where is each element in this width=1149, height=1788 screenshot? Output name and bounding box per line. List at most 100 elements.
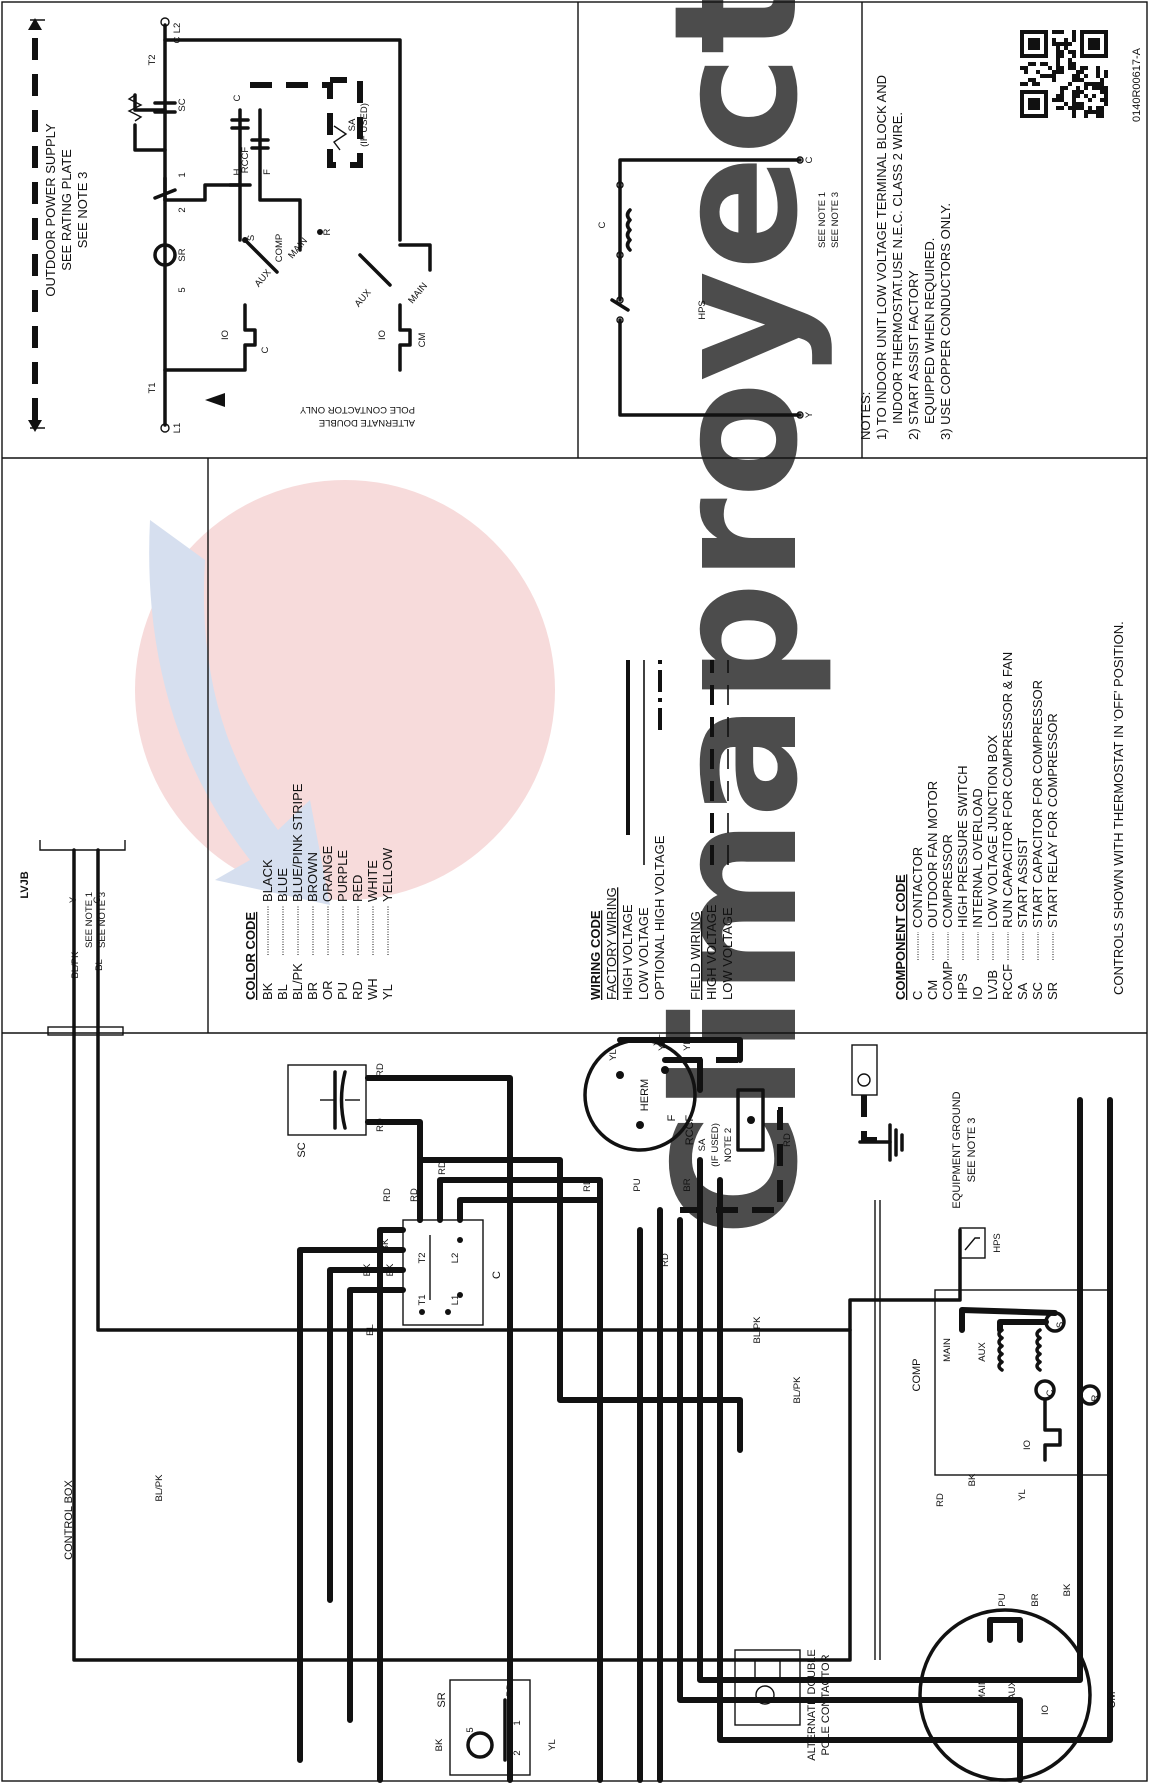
ladder-sr: SR <box>177 248 188 261</box>
wire-label-bk-5: BK <box>1062 1583 1073 1596</box>
wire-label-pu-2: PU <box>997 1593 1008 1606</box>
color-code-code-0: BK <box>260 982 275 1000</box>
cm-motor <box>918 1608 1092 1782</box>
wire-label-bk-4: BK <box>967 1473 978 1486</box>
wire-label-rd-2: RD <box>375 1118 386 1132</box>
ladder-h: H <box>232 168 243 175</box>
ladder-schematic: OUTDOOR POWER SUPPLY SEE RATING PLATE SE… <box>28 17 432 434</box>
cm-label: CM <box>1106 1691 1118 1708</box>
field-wiring-title: FIELD WIRING <box>688 911 703 1000</box>
color-code-name-8: YELLOW <box>380 847 395 902</box>
comp-s-label: S <box>1055 1322 1066 1328</box>
controls-note: CONTROLS SHOWN WITH THERMOSTAT IN 'OFF' … <box>1111 621 1126 995</box>
component-code-code-7: SA <box>1015 982 1030 1000</box>
cm-main-label: MAIN <box>977 1678 988 1702</box>
wire-label-bk-3: BK <box>385 1263 396 1276</box>
lvjb-wire-y: Y <box>68 896 79 903</box>
component-code-name-4: INTERNAL OVERLOAD <box>970 788 985 928</box>
ladder-f: F <box>262 169 273 175</box>
wire-label-rd-3: RD <box>382 1188 393 1202</box>
lvjb-title: LVJB <box>19 871 31 898</box>
factory-high-voltage: HIGH VOLTAGE <box>620 904 635 1000</box>
color-code-code-1: BL <box>275 984 290 1000</box>
ladder-cm-aux: AUX <box>353 287 374 310</box>
outdoor-power-1: OUTDOOR POWER SUPPLY <box>43 123 58 296</box>
lv-hps-label: HPS <box>697 300 708 320</box>
comp-aux-label: AUX <box>977 1342 988 1362</box>
comp-c-label: C <box>1045 1389 1056 1396</box>
color-code-name-4: ORANGE <box>320 845 335 902</box>
wire-label-yl-2: YL <box>547 1739 558 1751</box>
lv-note-1: SEE NOTE 1 <box>817 192 828 248</box>
note-1a: 1) TO INDOOR UNIT LOW VOLTAGE TERMINAL B… <box>874 75 889 440</box>
color-code-code-5: PU <box>335 982 350 1000</box>
color-code-code-3: BR <box>305 982 320 1000</box>
wire-label-rd-4: RD <box>409 1188 420 1202</box>
lv-note-3: SEE NOTE 3 <box>830 192 841 248</box>
ladder-comp: COMP <box>274 234 285 263</box>
wire-label-yl-5: YL <box>682 1039 693 1051</box>
color-code-name-2: BLUE/PINK STRIPE <box>290 783 305 902</box>
sc-box <box>287 1064 367 1136</box>
comp-box <box>934 1289 1111 1476</box>
watermark-arrow <box>149 520 330 905</box>
wire-label-blpk-2: BL/PK <box>752 1316 763 1344</box>
lvjb-wire-bl: BL <box>94 959 105 971</box>
ladder-cm-io: IO <box>377 330 388 340</box>
sa-label-2: (IF USED) <box>710 1123 721 1167</box>
component-code-name-7: START ASSIST <box>1015 838 1030 928</box>
lv-c-terminal: C <box>804 156 815 163</box>
color-code-title: COLOR CODE <box>243 912 258 1000</box>
watermark: Climaproyect <box>135 0 836 1237</box>
wire-label-rd-9: RD <box>505 1683 516 1697</box>
contactor-l2-label: L2 <box>450 1253 461 1264</box>
ladder-sc: SC <box>177 98 188 111</box>
ladder-comp-aux: AUX <box>253 267 274 290</box>
color-code-name-7: WHITE <box>365 860 380 902</box>
equipment-ground-1: EQUIPMENT GROUND <box>951 1091 963 1208</box>
wiring-code-title: WIRING CODE <box>588 910 603 1000</box>
alt-double-pole-1: ALTERNATE DOUBLE <box>319 417 415 428</box>
component-code-name-6: RUN CAPACITOR FOR COMPRESSOR & FAN <box>1000 652 1015 928</box>
ladder-sa-1: SA <box>347 118 358 131</box>
watermark-text: Climaproyect <box>638 0 836 1237</box>
ladder-l1: L1 <box>172 423 183 434</box>
contactor-t1-label: T1 <box>417 1294 428 1305</box>
cm-aux-label: AUX <box>1007 1680 1018 1700</box>
wire-label-blpk-1: BL/PK <box>154 1474 165 1502</box>
ladder-t1: T1 <box>147 382 158 393</box>
ladder-rccf: RCCF <box>240 147 251 174</box>
factory-low-voltage: LOW VOLTAGE <box>636 907 651 1000</box>
wire-label-yl-3: YL <box>608 1049 619 1061</box>
ladder-cm: CM <box>417 333 428 348</box>
comp-r-label: R <box>1090 1394 1101 1401</box>
wire-label-bk-6: BK <box>434 1738 445 1751</box>
color-code-code-7: WH <box>365 978 380 1000</box>
sr-relay-box <box>449 1679 531 1776</box>
sr-label: SR <box>436 1692 448 1707</box>
component-code-code-2: COMP <box>940 961 955 1000</box>
wire-label-yl-4: YL <box>657 1039 668 1051</box>
lv-contactor-coil-label: C <box>597 221 608 228</box>
component-code-code-9: SR <box>1045 982 1060 1000</box>
color-code-name-6: RED <box>350 875 365 902</box>
low-voltage-circuit: C C Y HPS SEE NOTE 1 SEE NOTE 3 <box>597 156 841 419</box>
component-code-code-4: IO <box>970 986 985 1000</box>
control-box-label: CONTROL BOX <box>63 1480 75 1560</box>
notes-title: NOTES: <box>858 392 873 440</box>
component-code-code-5: LVJB <box>985 970 1000 1000</box>
wire-label-bl: BL <box>365 1324 376 1336</box>
color-code-code-2: BL/PK <box>290 963 305 1000</box>
note-3: 3) USE COPPER CONDUCTORS ONLY. <box>938 203 953 440</box>
outdoor-power-3: SEE NOTE 3 <box>75 172 90 249</box>
color-code-name-1: BLUE <box>275 868 290 902</box>
ground-lug <box>851 1044 878 1096</box>
sr-terminal-2: 2 <box>512 1750 523 1755</box>
contactor-label: C <box>491 1271 503 1279</box>
ladder-t2: T2 <box>147 54 158 65</box>
ladder-comp-r: R <box>322 228 333 235</box>
